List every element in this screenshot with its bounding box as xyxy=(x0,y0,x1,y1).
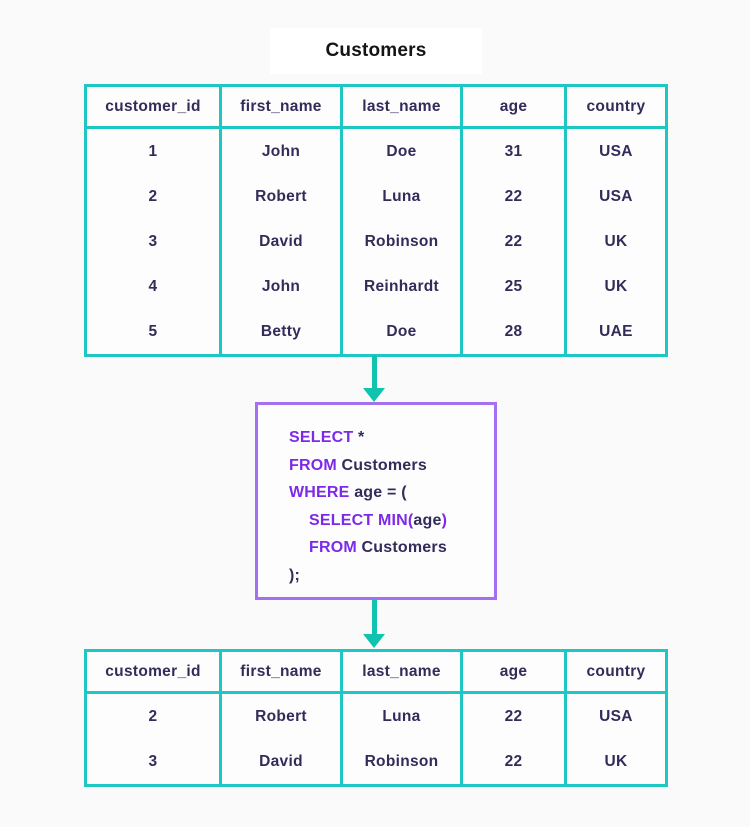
column-header-last-name: last_name xyxy=(343,87,463,129)
column-header-country: country xyxy=(567,87,665,129)
sql-line: SELECT * xyxy=(289,424,494,452)
cell-age: 28 xyxy=(463,309,567,354)
customers-table: customer_id first_name last_name age cou… xyxy=(84,84,668,357)
cell-first-name: John xyxy=(222,264,343,309)
result-table: customer_id first_name last_name age cou… xyxy=(84,649,668,787)
cell-first-name: Robert xyxy=(222,694,343,739)
column-header-age: age xyxy=(463,87,567,129)
sql-line: WHERE age = ( xyxy=(289,479,494,507)
sql-text: age = ( xyxy=(349,484,407,501)
cell-last-name: Robinson xyxy=(343,739,463,784)
cell-first-name: John xyxy=(222,129,343,174)
cell-age: 25 xyxy=(463,264,567,309)
column-header-last-name: last_name xyxy=(343,652,463,694)
sql-keyword: SELECT xyxy=(289,429,354,446)
column-header-age: age xyxy=(463,652,567,694)
cell-country: USA xyxy=(599,187,633,205)
table-title: Customers xyxy=(84,28,668,74)
cell-country: USA xyxy=(599,707,633,725)
sql-text: Customers xyxy=(356,539,447,556)
cell-country: UK xyxy=(604,752,628,770)
cell-country: UK xyxy=(604,277,628,295)
column-header-customer-id: customer_id xyxy=(87,652,222,694)
cell-age: 22 xyxy=(463,174,567,219)
cell-last-name: Luna xyxy=(343,694,463,739)
cell-age: 31 xyxy=(463,129,567,174)
cell-age: 22 xyxy=(463,739,567,784)
arrow-down-head-icon xyxy=(363,634,385,648)
sql-line: FROM Customers xyxy=(289,534,494,562)
sql-query-box: SELECT * FROM Customers WHERE age = ( SE… xyxy=(255,402,497,600)
arrow-down-head-icon xyxy=(363,388,385,402)
column-header-first-name: first_name xyxy=(222,87,343,129)
cell-customer-id: 4 xyxy=(87,264,222,309)
sql-keyword: ) xyxy=(441,511,448,529)
cell-customer-id: 3 xyxy=(87,739,222,784)
cell-country: UK xyxy=(604,232,628,250)
cell-last-name: Reinhardt xyxy=(343,264,463,309)
cell-customer-id: 2 xyxy=(87,174,222,219)
cell-customer-id: 2 xyxy=(87,694,222,739)
cell-first-name: Robert xyxy=(222,174,343,219)
sql-line: ); xyxy=(289,562,494,590)
cell-last-name: Luna xyxy=(343,174,463,219)
sql-text: Customers xyxy=(336,456,427,474)
cell-country: USA xyxy=(599,142,633,160)
sql-text: * xyxy=(353,429,365,446)
arrow-down-icon xyxy=(372,600,377,635)
cell-customer-id: 3 xyxy=(87,219,222,264)
column-header-country: country xyxy=(567,652,665,694)
sql-text: age xyxy=(413,511,442,529)
sql-text: ); xyxy=(289,566,301,584)
cell-last-name: Doe xyxy=(343,129,463,174)
cell-age: 22 xyxy=(463,219,567,264)
sql-line: SELECT MIN(age) xyxy=(289,507,494,535)
sql-keyword: FROM xyxy=(309,539,357,556)
cell-last-name: Doe xyxy=(343,309,463,354)
column-header-customer-id: customer_id xyxy=(87,87,222,129)
sql-keyword: FROM xyxy=(289,456,337,474)
cell-first-name: David xyxy=(222,219,343,264)
sql-line: FROM Customers xyxy=(289,452,494,480)
cell-last-name: Robinson xyxy=(343,219,463,264)
cell-first-name: David xyxy=(222,739,343,784)
sql-keyword: SELECT MIN( xyxy=(309,511,414,529)
column-header-first-name: first_name xyxy=(222,652,343,694)
arrow-down-icon xyxy=(372,355,377,389)
cell-customer-id: 1 xyxy=(87,129,222,174)
cell-age: 22 xyxy=(463,694,567,739)
sql-keyword: WHERE xyxy=(289,484,350,501)
table-title-text: Customers xyxy=(270,28,482,74)
cell-first-name: Betty xyxy=(222,309,343,354)
cell-customer-id: 5 xyxy=(87,309,222,354)
cell-country: UAE xyxy=(599,322,633,340)
